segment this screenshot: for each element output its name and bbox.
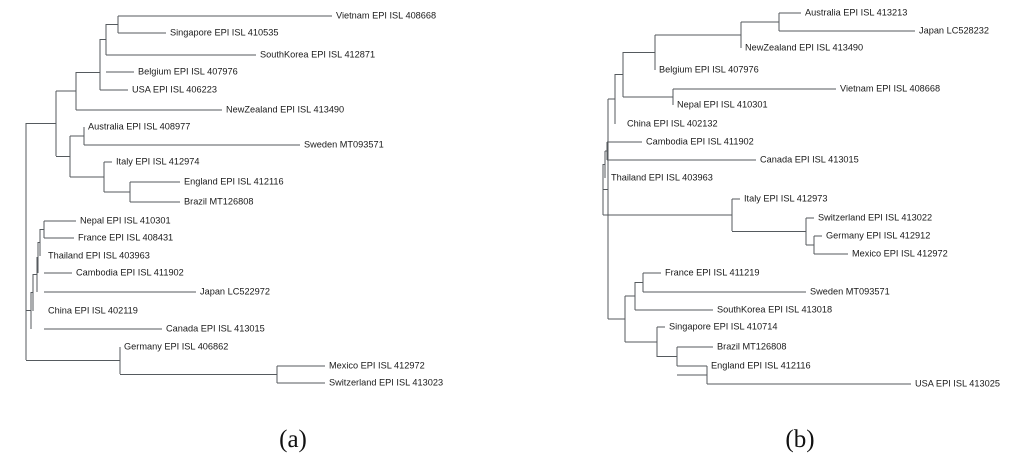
tree-leaf-label: Thailand EPI ISL 403963 — [611, 172, 713, 182]
tree-leaf-label: Italy EPI ISL 412973 — [744, 193, 827, 203]
tree-leaf-label: Japan LC522972 — [200, 286, 270, 296]
tree-leaf-label: Germany EPI ISL 406862 — [124, 341, 228, 351]
tree-leaf-label: Japan LC528232 — [919, 25, 989, 35]
tree-leaf-label: USA EPI ISL 413025 — [915, 378, 1000, 388]
tree-leaf-label: Thailand EPI ISL 403963 — [48, 250, 150, 260]
tree-leaf-label: SouthKorea EPI ISL 413018 — [717, 304, 832, 314]
tree-leaf-label: France EPI ISL 411219 — [665, 267, 760, 277]
tree-leaf-label: Brazil MT126808 — [184, 196, 253, 206]
tree-leaf-label: Sweden MT093571 — [810, 286, 890, 296]
caption-panel-a: (a) — [279, 426, 307, 453]
tree-leaf-label: Switzerland EPI ISL 413023 — [329, 377, 443, 387]
caption-panel-b: (b) — [785, 426, 815, 453]
tree-leaf-label: England EPI ISL 412116 — [711, 360, 811, 370]
tree-leaf-label: Nepal EPI ISL 410301 — [677, 99, 768, 109]
tree-leaf-label: Mexico EPI ISL 412972 — [852, 248, 948, 258]
tree-leaf-label: Vietnam EPI ISL 408668 — [336, 10, 436, 20]
caption-row: (a) (b) — [0, 412, 1022, 468]
tree-leaf-label: Belgium EPI ISL 407976 — [659, 64, 759, 74]
tree-leaf-label: NewZealand EPI ISL 413490 — [745, 42, 863, 52]
tree-branches-a — [25, 15, 332, 384]
tree-leaf-label: Cambodia EPI ISL 411902 — [646, 136, 754, 146]
tree-leaf-label: Germany EPI ISL 412912 — [826, 230, 930, 240]
tree-leaf-label: China EPI ISL 402132 — [627, 118, 718, 128]
tree-leaf-label: USA EPI ISL 406223 — [132, 84, 217, 94]
tree-leaf-label: Australia EPI ISL 408977 — [88, 121, 190, 131]
tree-leaf-label: Belgium EPI ISL 407976 — [138, 66, 238, 76]
tree-leaf-label: Cambodia EPI ISL 411902 — [76, 267, 184, 277]
tree-leaf-label: SouthKorea EPI ISL 412871 — [260, 49, 375, 59]
tree-leaf-label: NewZealand EPI ISL 413490 — [226, 104, 344, 114]
tree-leaf-label: Canada EPI ISL 413015 — [760, 154, 859, 164]
tree-leaf-label: Nepal EPI ISL 410301 — [80, 215, 171, 225]
tree-leaf-label: Italy EPI ISL 412974 — [116, 156, 199, 166]
tree-leaf-label: Singapore EPI ISL 410714 — [669, 321, 777, 331]
tree-leaf-label: France EPI ISL 408431 — [78, 232, 173, 242]
tree-leaf-label: Mexico EPI ISL 412972 — [329, 360, 425, 370]
tree-leaf-label: Sweden MT093571 — [304, 139, 384, 149]
tree-leaf-label: Australia EPI ISL 413213 — [805, 7, 907, 17]
tree-leaf-label: Brazil MT126808 — [717, 341, 786, 351]
tree-leaf-label: Switzerland EPI ISL 413022 — [818, 212, 932, 222]
tree-leaf-label: China EPI ISL 402119 — [48, 305, 138, 315]
tree-branches-b — [602, 12, 915, 385]
tree-leaf-label: Canada EPI ISL 413015 — [166, 323, 265, 333]
tree-leaf-label: England EPI ISL 412116 — [184, 176, 284, 186]
tree-leaf-label: Singapore EPI ISL 410535 — [170, 27, 278, 37]
tree-leaf-label: Vietnam EPI ISL 408668 — [840, 83, 940, 93]
